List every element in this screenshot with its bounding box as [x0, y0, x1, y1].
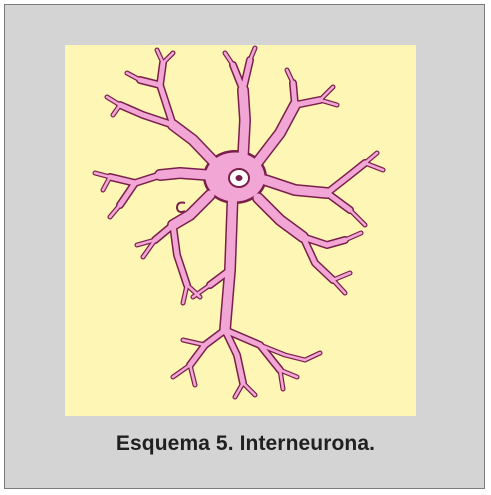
interneuron-illustration: .br { fill: none; stroke-linecap: round;…: [65, 45, 416, 416]
diagram-panel: .br { fill: none; stroke-linecap: round;…: [65, 45, 416, 416]
small-hook-process: [177, 203, 185, 212]
neuron-outline: [95, 48, 383, 397]
nucleus: [229, 169, 249, 187]
nucleolus: [236, 175, 243, 181]
figure-caption: Esquema 5. Interneurona.: [0, 432, 491, 456]
